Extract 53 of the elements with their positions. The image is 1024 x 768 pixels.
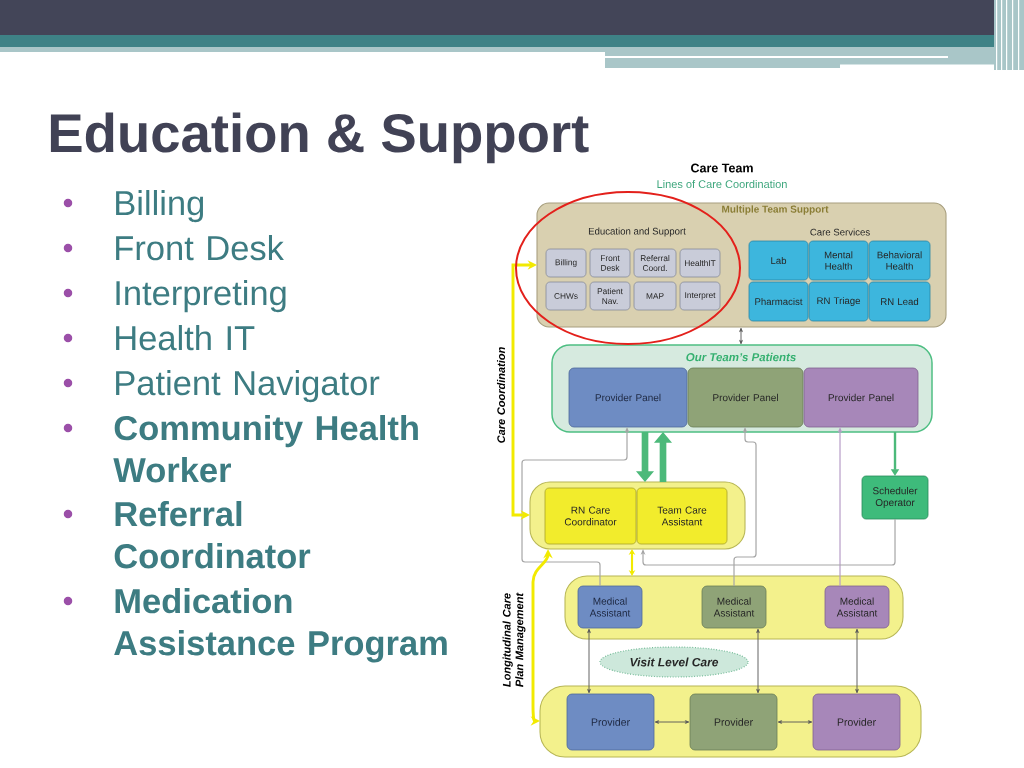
service-tile: Lab (748, 240, 809, 281)
role-box: RN Care Coordinator (544, 487, 637, 545)
role-box: MAP (633, 281, 677, 311)
group-heading: Care Services (810, 228, 870, 236)
provider-panel-box: Provider Panel (803, 367, 919, 428)
arrow (739, 327, 743, 345)
service-tile: RN Lead (868, 281, 931, 322)
arrow (628, 549, 636, 576)
service-tile: Mental Health (808, 240, 869, 281)
role-box: Scheduler Operator (861, 475, 929, 520)
role-box: Billing (545, 248, 587, 278)
service-tile: RN Triage (808, 281, 869, 322)
provider-box: Provider (812, 693, 901, 751)
arrow (587, 628, 591, 694)
arrow (654, 720, 690, 724)
slide-title: Education & Support (50, 112, 589, 164)
arrow (640, 518, 896, 566)
role-box: Front Desk (589, 248, 631, 278)
bullet-text: Front Desk (116, 235, 284, 261)
bullet-text: Patient Navigator (116, 370, 380, 403)
provider-panel-box: Provider Panel (687, 367, 804, 428)
diagram-subheading: Lines of Care Coordination (657, 179, 787, 189)
role-box: HealthIT (679, 248, 721, 278)
arrow (777, 720, 813, 724)
edge-label: Care Coordination (496, 347, 506, 443)
diagram-heading: Care Team (691, 163, 753, 173)
bullet-text: Billing (116, 190, 204, 223)
edge-label: Longitudinal Care Plan Management (502, 592, 526, 687)
service-tile: Pharmacist (748, 281, 809, 322)
arrow (733, 427, 757, 587)
group-heading: Multiple Team Support (722, 205, 829, 215)
bullet-text: Interpreting (116, 280, 286, 313)
provider-box: Provider (566, 693, 655, 751)
band-label: Visit Level Care (630, 657, 719, 667)
arrow (756, 628, 760, 694)
role-box: Patient Nav. (589, 281, 631, 311)
assistant-box: Medical Assistant (577, 585, 643, 629)
role-box: Team Care Assistant (636, 487, 728, 545)
bullet-text: Community Health Worker (113, 415, 418, 483)
bullet-text: Referral Coordinator (114, 501, 311, 569)
role-box: Interpret (679, 281, 721, 311)
bullet-text: Health IT (116, 325, 255, 351)
assistant-box: Medical Assistant (824, 585, 890, 629)
role-box: Referral Coord. (633, 248, 677, 278)
group-heading: Education and Support (588, 227, 686, 237)
provider-panel-box: Provider Panel (568, 367, 688, 428)
role-box: CHWs (545, 281, 587, 311)
service-tile: Behavioral Health (868, 240, 931, 281)
assistant-box: Medical Assistant (701, 585, 767, 629)
group-heading: Our Team’s Patients (686, 352, 796, 362)
provider-box: Provider (689, 693, 778, 751)
arrow (855, 628, 859, 694)
bullet-text: Medication Assistance Program (114, 588, 447, 663)
